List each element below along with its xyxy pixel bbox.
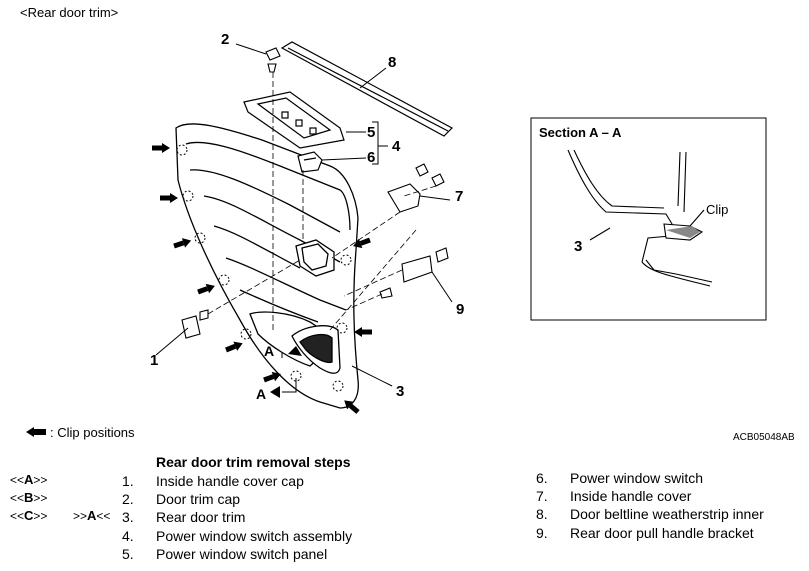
section-clip-label: Clip: [706, 202, 729, 217]
step-text: Power window switch panel: [156, 546, 328, 562]
section-marker-a-upper: A: [264, 343, 275, 359]
clip-arrow: [340, 396, 360, 414]
power-window-switch-panel: [243, 91, 345, 149]
clip-position-arrows: [152, 143, 372, 414]
step-text: Power window switch assembly: [156, 528, 353, 544]
step-text: Inside handle cover: [570, 488, 692, 504]
callout-6: 6: [367, 149, 376, 166]
callout-4: 4: [392, 138, 401, 155]
figure-id: ACB05048AB: [733, 432, 795, 443]
ref-code-c: <<C>>: [10, 508, 48, 523]
clip-arrow: [351, 237, 371, 251]
callout-3: 3: [396, 383, 405, 400]
callout-8: 8: [388, 54, 397, 71]
ref-code-a: <<A>>: [10, 472, 48, 487]
step-number: 4.: [122, 528, 134, 544]
clip-arrow: [152, 143, 170, 153]
steps-title: Rear door trim removal steps: [156, 454, 351, 470]
callout-9: 9: [456, 301, 465, 318]
section-marker-a-lower: A: [256, 386, 267, 402]
section-a-arrow-up: [288, 346, 302, 356]
step-number: 2.: [122, 491, 134, 507]
step-text: Door beltline weatherstrip inner: [570, 506, 764, 522]
legend-clip-arrow-icon: [26, 427, 46, 437]
clip-arrow: [263, 369, 283, 383]
power-window-switch: [297, 151, 323, 173]
callout-leaders: [155, 43, 453, 393]
step-text: Rear door pull handle bracket: [570, 525, 754, 541]
pull-handle-bracket: [379, 247, 449, 299]
ref-code-b: <<B>>: [10, 490, 48, 505]
clip-arrow: [354, 327, 372, 337]
step-text: Inside handle cover cap: [156, 473, 304, 489]
ref-code-install-a: >>A<<: [73, 508, 111, 523]
section-part-label: 3: [574, 238, 583, 255]
step-number: 8.: [536, 506, 548, 522]
callout-2: 2: [221, 31, 230, 48]
inside-handle-cover-cap: [181, 309, 209, 339]
callout-5: 5: [367, 124, 376, 141]
step-number: 9.: [536, 525, 548, 541]
step-text: Power window switch: [570, 470, 704, 486]
step-number: 3.: [122, 509, 134, 525]
beltline-weatherstrip: [280, 41, 453, 137]
clip-arrow: [225, 338, 245, 353]
section-title: Section A – A: [539, 125, 622, 140]
callout-1: 1: [150, 352, 159, 369]
section-view-box: [530, 117, 767, 321]
assembly-guide-lines: [207, 72, 437, 331]
clip-arrow: [160, 193, 178, 203]
legend-label: : Clip positions: [50, 425, 135, 440]
step-text: Rear door trim: [156, 509, 246, 525]
step-number: 5.: [122, 546, 134, 562]
clip-arrow: [197, 281, 217, 295]
clip-arrow: [173, 235, 193, 249]
door-trim-panel: [175, 123, 359, 409]
step-number: 1.: [122, 473, 134, 489]
callout-7: 7: [455, 188, 464, 205]
inside-handle-cover: [387, 163, 445, 213]
step-number: 6.: [536, 470, 548, 486]
door-trim-cap: [265, 47, 281, 73]
step-number: 7.: [536, 488, 548, 504]
section-a-arrow-left: [270, 386, 280, 398]
diagram-title: <Rear door trim>: [20, 5, 119, 20]
step-text: Door trim cap: [156, 491, 241, 507]
